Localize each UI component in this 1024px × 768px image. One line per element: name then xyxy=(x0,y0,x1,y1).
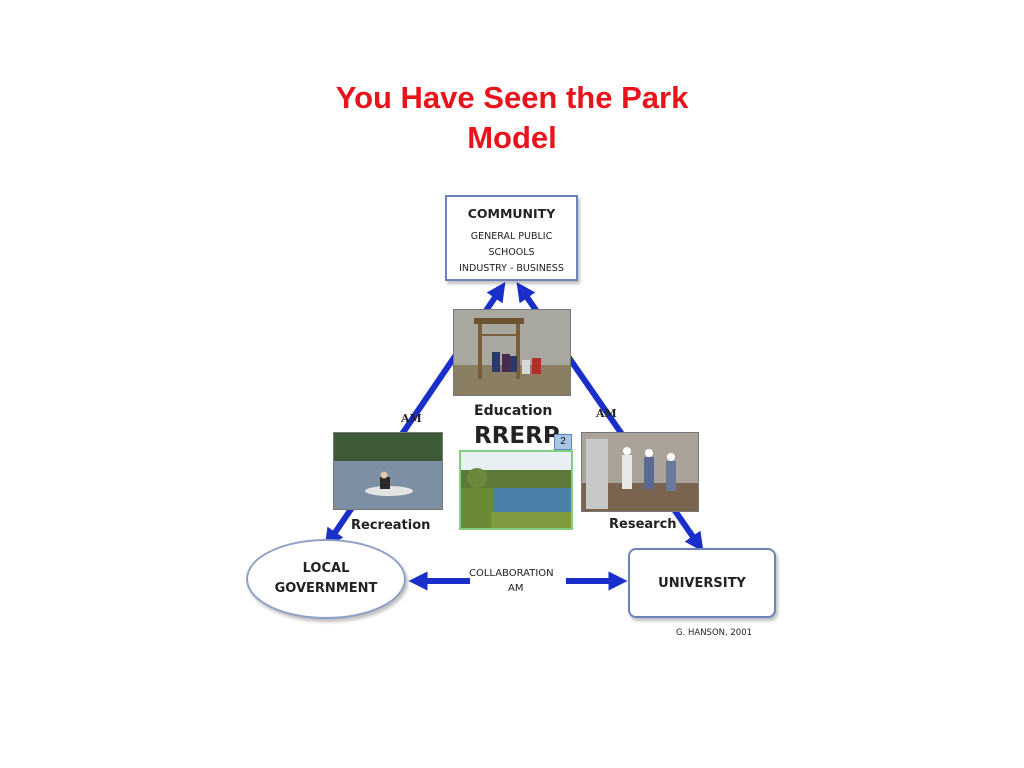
university-node: UNIVERSITY xyxy=(628,548,776,618)
local-government-node: LOCAL GOVERNMENT xyxy=(246,539,406,619)
title-line-1: You Have Seen the Park xyxy=(335,80,689,115)
education-label: Education xyxy=(474,403,553,419)
author-credit: G. HANSON, 2001 xyxy=(676,628,753,638)
local-government-line-1: LOCAL xyxy=(302,561,350,576)
local-government-line-2: GOVERNMENT xyxy=(274,581,378,596)
university-label: UNIVERSITY xyxy=(658,575,746,591)
community-box: COMMUNITY GENERAL PUBLIC SCHOOLS INDUSTR… xyxy=(445,195,578,281)
community-heading: COMMUNITY xyxy=(467,206,556,221)
community-line-schools: SCHOOLS xyxy=(488,247,535,258)
rrerp-label: RRERP xyxy=(474,423,560,449)
collaboration-am-label: AM xyxy=(508,583,524,594)
rrerp-photo xyxy=(459,450,573,530)
slide-title: You Have Seen the Park Model xyxy=(262,78,762,158)
title-line-2: Model xyxy=(467,120,557,155)
collaboration-label: COLLABORATION xyxy=(469,568,554,579)
recreation-label: Recreation xyxy=(351,518,431,533)
community-line-public: GENERAL PUBLIC xyxy=(470,231,553,242)
community-line-industry: INDUSTRY - BUSINESS xyxy=(459,263,564,274)
am-left-label: AM xyxy=(401,412,422,425)
slide-number-badge: 2 xyxy=(554,434,572,450)
recreation-photo xyxy=(333,432,443,510)
research-label: Research xyxy=(609,517,677,532)
am-right-label: AM xyxy=(596,407,617,420)
research-photo xyxy=(581,432,699,512)
education-photo xyxy=(453,309,571,396)
